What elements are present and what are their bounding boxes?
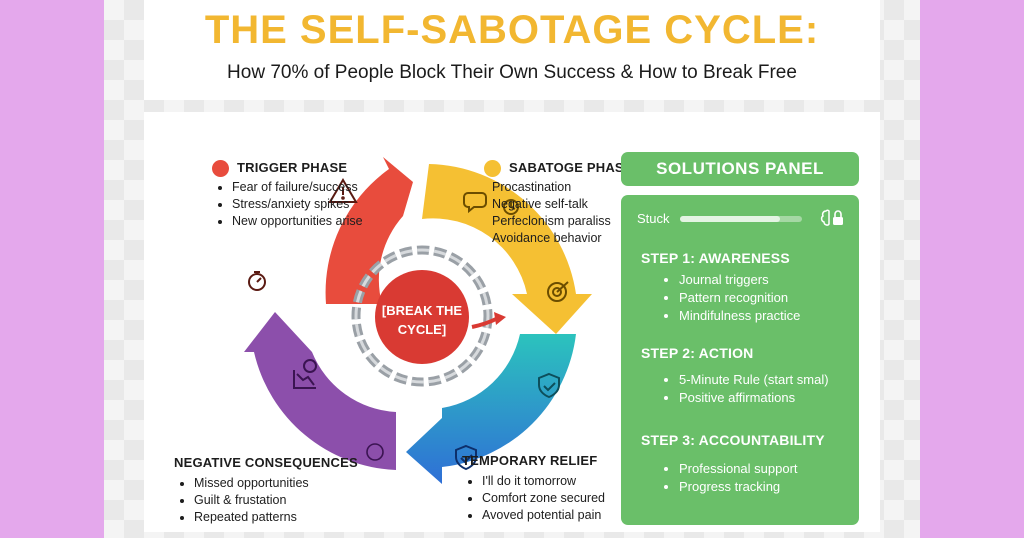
relief-phase-title: TEMPORARY RELIEF — [462, 453, 598, 468]
consequences-phase-title: NEGATIVE CONSEQUENCES — [174, 455, 358, 470]
small-red-arrowhead — [494, 312, 506, 325]
list-item: Repeated patterns — [194, 509, 358, 526]
list-item: Procastination — [492, 180, 572, 195]
list-item: New opportunities arise — [232, 213, 363, 230]
step-2-title: STEP 2: ACTION — [641, 345, 754, 361]
list-item: Positive affirmations — [679, 389, 829, 407]
break-cycle-label-line2: CYCLE] — [398, 322, 446, 337]
list-item: Fear of failure/success — [232, 179, 363, 196]
sabotage-dot — [484, 160, 501, 178]
page-subtitle: How 70% of People Block Their Own Succes… — [227, 62, 797, 83]
trigger-list: Fear of failure/success Stress/anxiety s… — [212, 179, 363, 230]
sad-face-icon — [366, 443, 384, 461]
list-item: Comfort zone secured — [482, 490, 605, 507]
list-item: Guilt & frustation — [194, 492, 358, 509]
relief-list: I'll do it tomorrow Comfort zone secured… — [462, 473, 605, 524]
trigger-title-text: TRIGGER PHASE — [237, 160, 348, 175]
break-cycle-label-line1: [BREAK THE — [382, 303, 462, 318]
list-item: Progress tracking — [679, 478, 798, 496]
shield-check-icon-2 — [455, 444, 477, 471]
list-item: Perfeclonism paraliss — [492, 214, 611, 229]
list-item: Stress/anxiety spikes — [232, 196, 363, 213]
list-item: Mindifulness practice — [679, 307, 800, 325]
trigger-phase-title: TRIGGER PHASE — [212, 159, 363, 178]
step-1-title: STEP 1: AWARENESS — [641, 250, 790, 266]
warning-icon — [328, 178, 358, 203]
page-title: THE SELF-SABOTAGE CYCLE: — [204, 8, 820, 52]
stuck-label: Stuck — [637, 211, 670, 226]
chain-ring-highlight — [354, 248, 490, 384]
step-2-list: 5-Minute Rule (start smal) Positive affi… — [663, 371, 829, 407]
consequences-arrow — [244, 312, 396, 470]
step-3-title: STEP 3: ACCOUNTABILITY — [641, 432, 825, 448]
list-item: 5-Minute Rule (start smal) — [679, 371, 829, 389]
stopwatch-icon — [248, 271, 266, 291]
consequences-phase-block: NEGATIVE CONSEQUENCES Missed opportuniti… — [174, 454, 358, 526]
list-item: Avoidance behavior — [492, 231, 602, 246]
infographic-canvas: THE SELF-SABOTAGE CYCLE: How 70% of Peop… — [104, 0, 920, 538]
trigger-phase-block: TRIGGER PHASE Fear of failure/success St… — [212, 159, 363, 230]
list-item: Pattern recognition — [679, 289, 800, 307]
solutions-panel-header: SOLUTIONS PANEL — [621, 152, 859, 186]
sabotage-phase-title: SABATOGE PHASE — [484, 159, 633, 178]
trigger-arrow — [325, 157, 413, 304]
cycle-diagram: [BREAK THE CYCLE] — [244, 157, 592, 484]
sabotage-title-text: SABATOGE PHASE — [509, 160, 633, 175]
shield-check-icon — [538, 372, 560, 399]
list-item: Professional support — [679, 460, 798, 478]
brain-lock-icon — [820, 209, 843, 226]
step-1-list: Journal triggers Pattern recognition Min… — [663, 271, 800, 325]
clock-icon — [503, 199, 519, 215]
list-item: Negative self-talk — [492, 197, 588, 212]
list-item: I'll do it tomorrow — [482, 473, 605, 490]
relief-phase-block: TEMPORARY RELIEF I'll do it tomorrow Com… — [462, 452, 605, 524]
declining-chart-icon — [293, 359, 317, 389]
consequences-list: Missed opportunities Guilt & frustation … — [174, 475, 358, 526]
relief-arrow — [406, 334, 576, 484]
target-icon — [547, 281, 569, 302]
small-red-arrow — [471, 317, 497, 329]
chat-bubble-icon — [463, 192, 487, 214]
header: THE SELF-SABOTAGE CYCLE: How 70% of Peop… — [144, 0, 880, 100]
sabotage-list: Procastination Negative self-talk Perfec… — [484, 179, 633, 247]
solutions-panel: Stuck STEP 1: AWARENESS Journal triggers… — [621, 195, 859, 525]
break-cycle-circle — [375, 270, 469, 364]
stuck-progress-fill — [680, 216, 781, 222]
sabotage-phase-block: SABATOGE PHASE Procastination Negative s… — [484, 159, 633, 247]
list-item: Missed opportunities — [194, 475, 358, 492]
step-3-list: Professional support Progress tracking — [663, 460, 798, 496]
trigger-dot — [212, 160, 229, 178]
list-item: Journal triggers — [679, 271, 800, 289]
stuck-progress-bar — [680, 216, 802, 222]
list-item: Avoved potential pain — [482, 507, 605, 524]
